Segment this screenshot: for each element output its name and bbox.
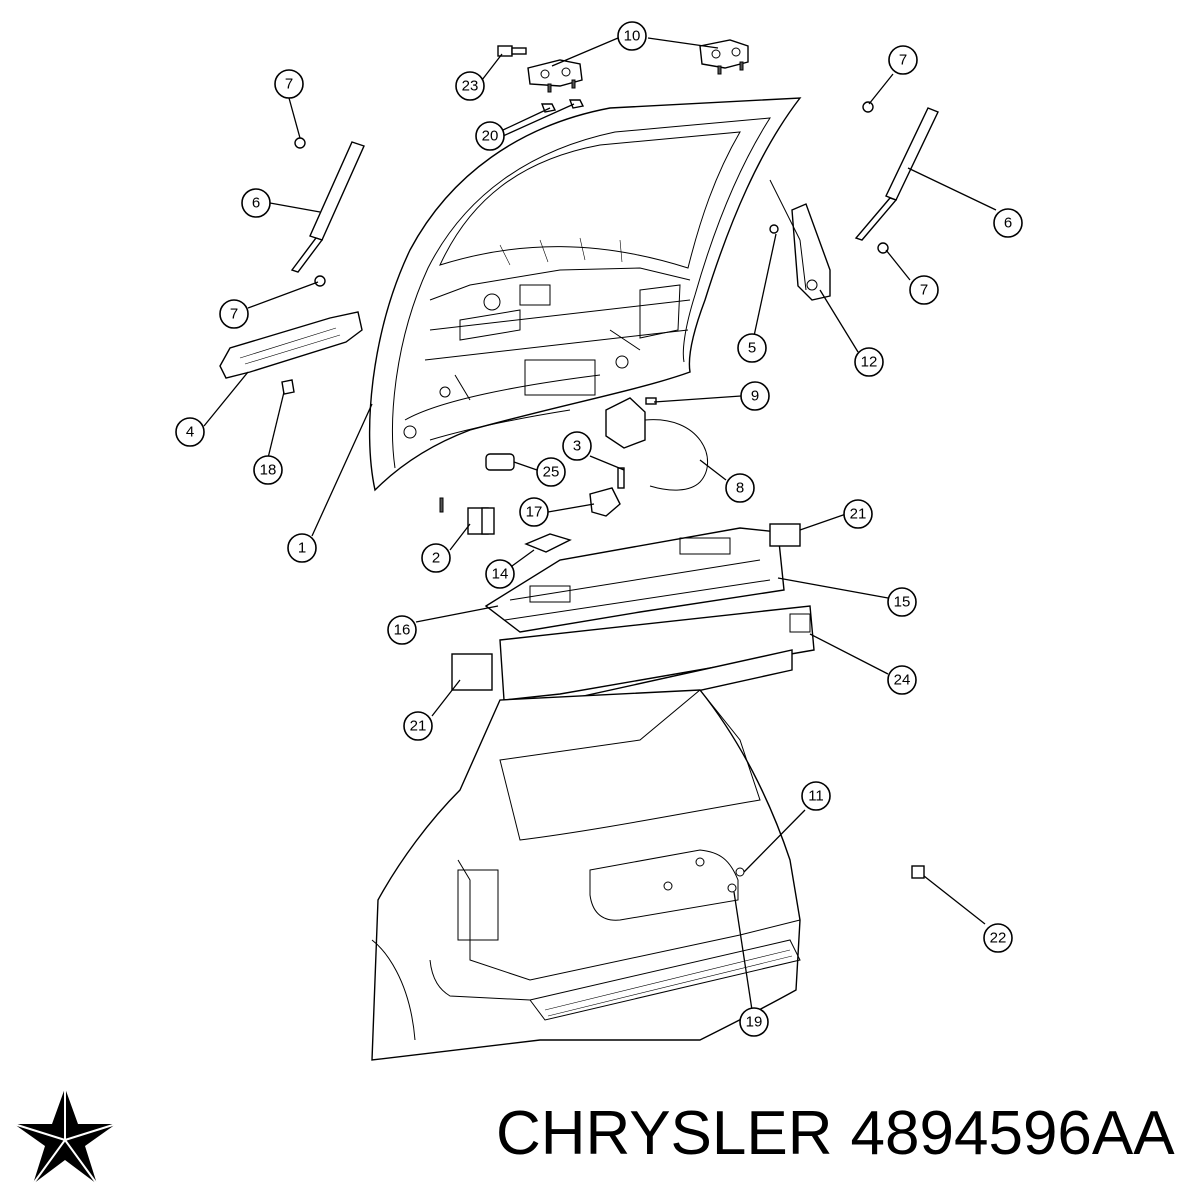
svg-text:20: 20 [482, 128, 499, 145]
svg-text:6: 6 [252, 195, 260, 212]
callout-15: 15 [887, 587, 917, 617]
callout-23: 23 [455, 71, 485, 101]
power-liftgate-motor [769, 179, 831, 301]
svg-text:8: 8 [736, 480, 744, 497]
svg-text:18: 18 [260, 462, 277, 479]
callout-14: 14 [485, 559, 515, 589]
svg-text:15: 15 [894, 594, 911, 611]
svg-text:16: 16 [394, 622, 411, 639]
switch [485, 453, 515, 471]
callout-9: 9 [740, 381, 770, 411]
callout-16: 16 [387, 615, 417, 645]
ball-stud-group [294, 101, 889, 287]
svg-text:1: 1 [298, 540, 306, 557]
hinge-right [699, 39, 749, 75]
svg-text:7: 7 [899, 52, 907, 69]
callout-20: 20 [475, 121, 505, 151]
callout-7: 7 [909, 275, 939, 305]
callout-21: 21 [403, 711, 433, 741]
callout-12: 12 [854, 347, 884, 377]
callout-2: 2 [421, 543, 451, 573]
svg-text:2: 2 [432, 550, 440, 567]
part-number: 4894596AA [850, 1099, 1175, 1168]
svg-text:24: 24 [894, 672, 911, 689]
callout-6: 6 [241, 188, 271, 218]
svg-text:14: 14 [492, 566, 509, 583]
svg-text:21: 21 [410, 718, 427, 735]
callout-11: 11 [801, 781, 831, 811]
leader-lines [203, 37, 997, 1011]
callout-18: 18 [253, 455, 283, 485]
svg-text:17: 17 [526, 504, 543, 521]
svg-text:21: 21 [850, 506, 867, 523]
svg-text:7: 7 [230, 306, 238, 323]
callout-7: 7 [219, 299, 249, 329]
svg-text:22: 22 [990, 930, 1007, 947]
svg-text:12: 12 [861, 354, 878, 371]
hinge-left [527, 59, 583, 93]
svg-text:3: 3 [573, 438, 581, 455]
callout-17: 17 [519, 497, 549, 527]
striker [589, 467, 625, 517]
svg-text:11: 11 [808, 788, 824, 805]
latch-assembly [605, 397, 709, 491]
bumper-block [439, 497, 495, 535]
svg-text:10: 10 [624, 28, 641, 45]
svg-text:23: 23 [462, 78, 479, 95]
rear-crossmember-upper [484, 527, 785, 633]
callout-4: 4 [175, 417, 205, 447]
brand-name: CHRYSLER [496, 1099, 833, 1168]
callout-7: 7 [274, 69, 304, 99]
callout-3: 3 [562, 431, 592, 461]
callout-bubbles: 10 23 20 7 7 6 6 7 7 4 18 5 12 9 3 25 8 … [175, 21, 1023, 1037]
svg-text:9: 9 [751, 388, 759, 405]
gas-strut-left [290, 141, 365, 273]
gas-strut-right [854, 107, 939, 241]
svg-text:6: 6 [1004, 215, 1012, 232]
callout-22: 22 [983, 923, 1013, 953]
callout-1: 1 [287, 533, 317, 563]
callout-24: 24 [887, 665, 917, 695]
license-light-bar [219, 311, 363, 379]
callout-10: 10 [617, 21, 647, 51]
svg-text:7: 7 [285, 76, 293, 93]
callout-5: 5 [737, 333, 767, 363]
callout-25: 25 [536, 457, 566, 487]
pentastar-logo [13, 1088, 117, 1185]
callout-21: 21 [843, 499, 873, 529]
svg-text:19: 19 [746, 1014, 763, 1031]
clip [281, 379, 295, 395]
svg-text:4: 4 [186, 424, 194, 441]
bumper-isolators [451, 523, 801, 691]
svg-text:7: 7 [920, 282, 928, 299]
hinge-nuts [540, 99, 585, 113]
bracket [524, 533, 572, 553]
svg-text:25: 25 [543, 464, 560, 481]
liftgate-panel [368, 97, 802, 492]
hinge-bolt [497, 45, 527, 57]
callout-19: 19 [739, 1007, 769, 1037]
vehicle-rear-view [371, 689, 925, 1061]
callout-7: 7 [888, 45, 918, 75]
callout-6: 6 [993, 208, 1023, 238]
svg-text:5: 5 [748, 340, 756, 357]
callout-8: 8 [725, 473, 755, 503]
